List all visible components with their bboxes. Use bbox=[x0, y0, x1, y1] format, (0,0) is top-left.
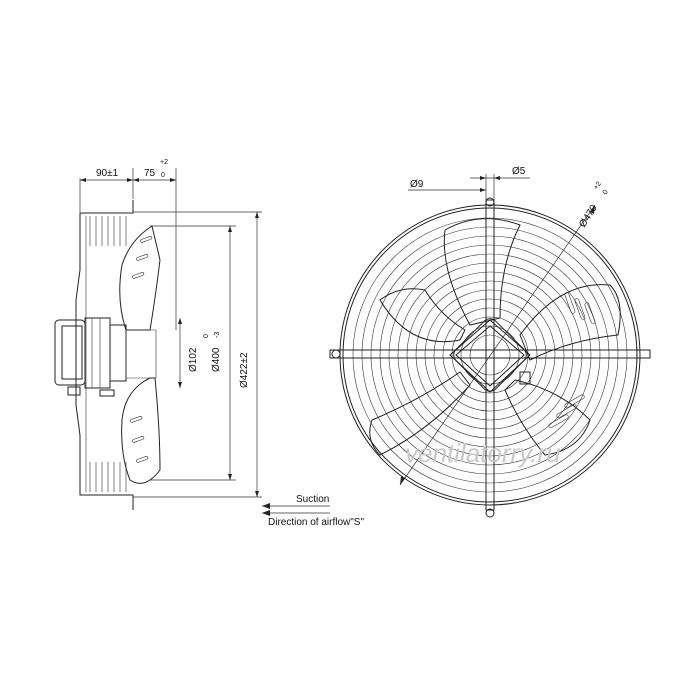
airflow-arrow bbox=[262, 503, 330, 516]
hub bbox=[449, 318, 531, 393]
dim-depth-blade-tol-upper: +2 bbox=[160, 159, 168, 166]
side-dims-top bbox=[79, 168, 177, 330]
dim-depth-blade-tol-lower: 0 bbox=[161, 172, 165, 179]
dim-impeller: Ø400 bbox=[211, 347, 222, 372]
watermark: ventilatorry.ru bbox=[405, 438, 561, 468]
dim-hole-pitch: Ø5 bbox=[512, 166, 526, 177]
side-guard bbox=[75, 200, 134, 510]
side-view: 90±1 75 +2 0 Ø102 Ø400 0 -3 Ø422±2 bbox=[54, 159, 364, 528]
airflow-label-suction: Suction bbox=[296, 494, 329, 505]
dim-depth-total: 90±1 bbox=[96, 168, 119, 179]
side-dims-vertical bbox=[133, 211, 262, 498]
side-impeller bbox=[119, 225, 161, 484]
motor bbox=[54, 317, 127, 397]
airflow-label-direction: Direction of airflow"S" bbox=[268, 517, 364, 528]
mounting-bars bbox=[329, 197, 651, 518]
dim-bolt-circle-tol-upper: +2 bbox=[593, 180, 603, 191]
dim-bolt-circle-tol-lower: 0 bbox=[602, 189, 610, 196]
front-view: Ø470 +2 0 Ø9 Ø5 bbox=[329, 166, 651, 518]
dim-outer: Ø422±2 bbox=[239, 352, 250, 388]
dim-impeller-tol-upper: 0 bbox=[203, 334, 210, 338]
dim-bolt-circle: Ø470 bbox=[577, 203, 600, 230]
front-blades bbox=[369, 218, 621, 456]
dim-depth-blade: 75 bbox=[144, 168, 156, 179]
dim-hole: Ø9 bbox=[410, 179, 424, 190]
dim-impeller-tol-lower: -3 bbox=[214, 332, 221, 338]
dim-hub: Ø102 bbox=[188, 347, 199, 372]
hole-dims bbox=[408, 174, 530, 200]
